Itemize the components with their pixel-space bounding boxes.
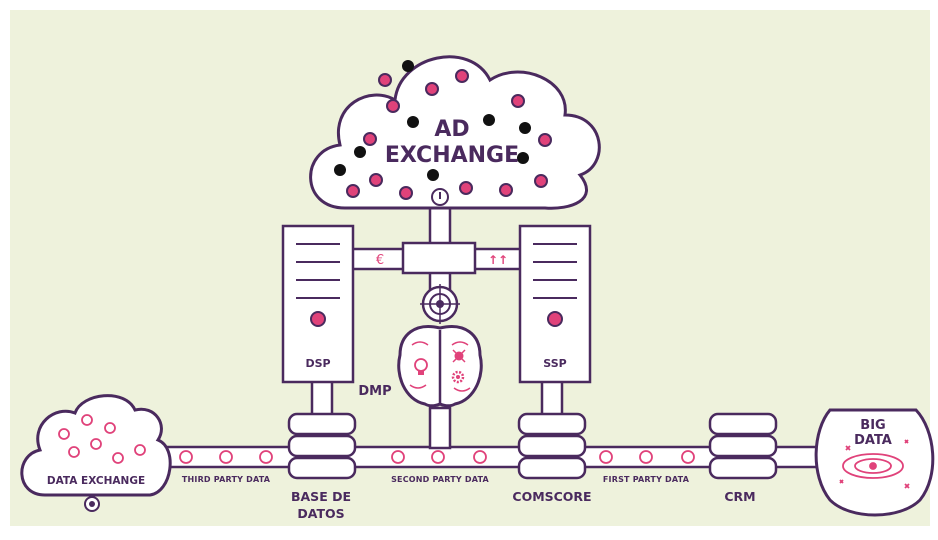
- connector-box: [401, 241, 477, 275]
- flow-icon: [112, 452, 124, 464]
- db-disk: [287, 434, 357, 458]
- pink-dot: [346, 184, 360, 198]
- pink-dot: [399, 186, 413, 200]
- third-party-data-label: THIRD PARTY DATA: [182, 475, 271, 484]
- people-icon: ↑↑: [488, 253, 508, 267]
- flow-icon: [473, 450, 487, 464]
- dark-dot: [519, 122, 531, 134]
- flow-icon: [391, 450, 405, 464]
- flow-icon: [68, 446, 80, 458]
- ad-exchange-title-line2: EXCHANGE: [385, 143, 519, 168]
- db-disk: [708, 456, 778, 480]
- ssp-stem: [540, 378, 564, 418]
- db-disk: [287, 412, 357, 436]
- power-icon: [431, 188, 449, 206]
- dark-dot: [402, 60, 414, 72]
- ad-exchange-title-line1: AD: [434, 117, 469, 142]
- dsp-indicator-light: [310, 311, 326, 327]
- big-data-label-line1: BIG: [860, 418, 885, 433]
- dsp-label: DSP: [305, 357, 330, 370]
- galaxy-icon: [839, 439, 910, 489]
- flow-icon: [58, 428, 70, 440]
- dark-dot: [427, 169, 439, 181]
- base-de-datos-label-line1: BASE DE: [291, 489, 351, 504]
- pink-dot: [459, 181, 473, 195]
- data-exchange-flow-icons: [58, 414, 146, 464]
- dmp-lower-stem: [428, 406, 452, 450]
- pink-dot: [534, 174, 548, 188]
- dark-dot: [407, 116, 419, 128]
- bug-icon: [452, 349, 466, 363]
- ad-exchange-cloud: [309, 55, 601, 210]
- pink-dot: [369, 173, 383, 187]
- dsp-server: DSP: [281, 224, 355, 384]
- ssp-label: SSP: [543, 357, 566, 370]
- dark-dot: [334, 164, 346, 176]
- dsp-stem: [310, 378, 334, 418]
- bulb-icon: [414, 358, 428, 375]
- pink-dot: [386, 99, 400, 113]
- flow-icon: [90, 438, 102, 450]
- flow-icon: [431, 450, 445, 464]
- base-de-datos-label-line2: DATOS: [297, 506, 344, 521]
- db-disk: [708, 434, 778, 458]
- pink-dot: [538, 133, 552, 147]
- ssp-indicator-light: [547, 311, 563, 327]
- dark-dot: [517, 152, 529, 164]
- flow-icon: [81, 414, 93, 426]
- dsp-server-body: [281, 224, 355, 384]
- target-small-icon: [84, 496, 100, 512]
- pink-dot: [455, 69, 469, 83]
- flow-icon: [259, 450, 273, 464]
- euro-icon: €: [376, 253, 384, 268]
- data-exchange-label: DATA EXCHANGE: [47, 475, 145, 487]
- pink-dot: [425, 82, 439, 96]
- dark-dot: [354, 146, 366, 158]
- ssp-server-body: [518, 224, 592, 384]
- pink-dot: [511, 94, 525, 108]
- crm-stack: [708, 412, 778, 480]
- pink-dot: [378, 73, 392, 87]
- ssp-server: SSP: [518, 224, 592, 384]
- first-party-data-label: FIRST PARTY DATA: [603, 475, 690, 484]
- big-data-label-line2: DATA: [854, 433, 892, 448]
- crm-label: CRM: [724, 489, 755, 504]
- dark-dot: [483, 114, 495, 126]
- base-de-datos-stack: [287, 412, 357, 480]
- pink-dot: [363, 132, 377, 146]
- comscore-stack: [517, 412, 587, 480]
- flow-icon: [179, 450, 193, 464]
- db-disk: [517, 456, 587, 480]
- flow-icon: [639, 450, 653, 464]
- comscore-label: COMSCORE: [512, 489, 591, 504]
- second-party-data-label: SECOND PARTY DATA: [391, 475, 489, 484]
- pink-dot: [499, 183, 513, 197]
- dmp-label: DMP: [358, 384, 391, 399]
- db-disk: [287, 456, 357, 480]
- flow-icon: [104, 422, 116, 434]
- target-icon: [420, 284, 460, 324]
- big-data-bowl: BIG DATA: [814, 408, 935, 517]
- db-disk: [517, 434, 587, 458]
- flow-icon: [219, 450, 233, 464]
- brain-icon: [397, 325, 483, 408]
- db-disk: [708, 412, 778, 436]
- db-disk: [517, 412, 587, 436]
- flow-icon: [599, 450, 613, 464]
- flow-icon: [134, 444, 146, 456]
- settings-icon: [451, 370, 465, 384]
- ad-exchange-stem: [428, 203, 452, 247]
- flow-icon: [681, 450, 695, 464]
- ad-exchange-dots: [334, 60, 552, 200]
- pipe-flow-icons: [179, 450, 695, 464]
